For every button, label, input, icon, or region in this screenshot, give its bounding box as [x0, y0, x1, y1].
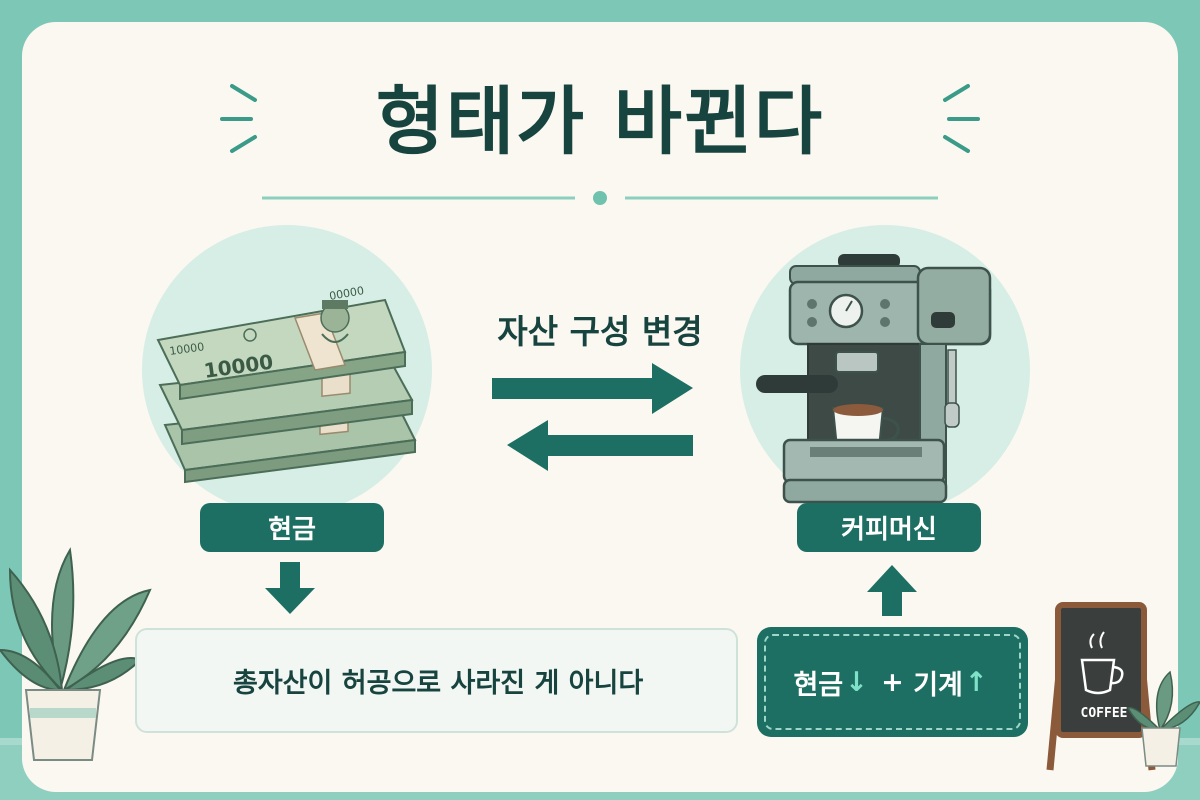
cash-box-cash: 현금: [793, 669, 844, 701]
arrow-up-icon: [867, 565, 917, 616]
cash-label: 현금: [200, 503, 384, 552]
exchange-arrows-icon: [492, 363, 693, 471]
spark-left-icon: [220, 84, 257, 153]
cash-box-plus: +: [871, 666, 914, 698]
bill-number-3: 00000: [328, 284, 365, 303]
plant-right-icon: [1126, 670, 1200, 767]
cash-box-machine: 기계: [913, 669, 963, 701]
title-divider: [262, 191, 938, 205]
cash-machine-box: 현금 ↓ + 기계 ↑: [757, 627, 1028, 737]
shield-slot: [155, 650, 211, 712]
exchange-label: 자산 구성 변경: [497, 312, 703, 351]
cash-stack-icon: 10000 10000 00000: [156, 284, 417, 484]
page-title: 형태가 바뀐다: [375, 79, 825, 165]
coffee-machine-label: 커피머신: [797, 503, 981, 552]
bill-number-2: 10000: [169, 340, 205, 358]
coffee-machine-icon: [756, 254, 992, 504]
plant-left-icon: [0, 547, 152, 761]
sign-text: COFFEE: [1080, 706, 1128, 721]
note-text: 총자산이 허공으로 사라진 게 아니다: [233, 668, 644, 699]
note-box: 총자산이 허공으로 사라진 게 아니다: [135, 628, 738, 733]
coffee-sign-icon: [1046, 602, 1156, 771]
machine-up-icon: ↑: [964, 666, 988, 698]
arrow-down-icon: [265, 562, 315, 614]
cash-machine-box-inner: 현금 ↓ + 기계 ↑: [764, 634, 1021, 730]
cash-down-icon: ↓: [845, 666, 868, 698]
spark-right-icon: [943, 84, 980, 153]
